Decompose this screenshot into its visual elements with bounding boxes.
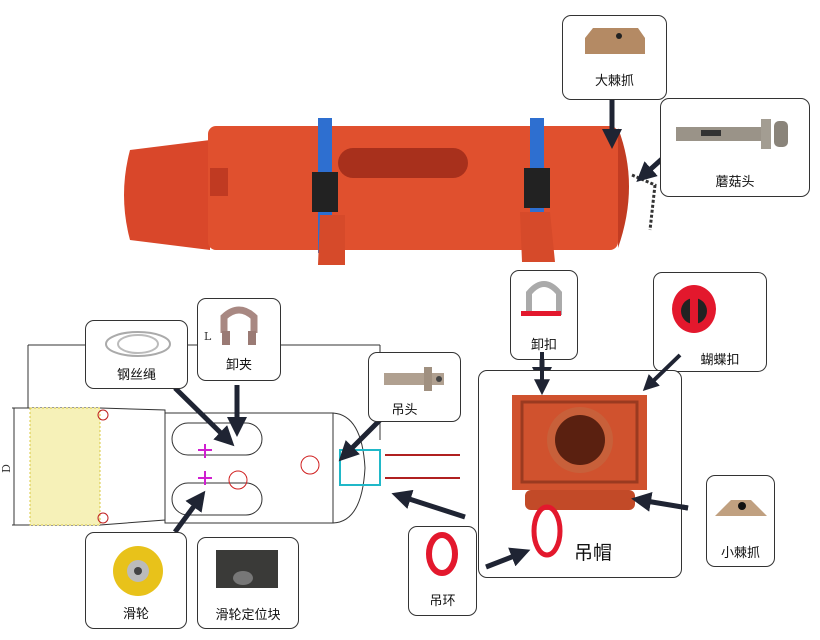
lifting-ring-label: 吊环 [429, 594, 456, 609]
callout-big-ratchet: 大棘抓 [562, 15, 667, 100]
butterfly-buckle-label: 蝴蝶扣 [700, 353, 740, 368]
diameter-dimension-label: D [0, 464, 13, 473]
callout-wire-clip: 卸夹 [197, 298, 281, 381]
length-dimension-label: L [204, 330, 212, 343]
lifting-ring-icon [426, 532, 458, 576]
lifting-head-label: 吊头 [391, 403, 418, 418]
shackle-label: 卸扣 [530, 338, 557, 353]
wire-clip-icon [220, 306, 258, 345]
pulley-block-label: 滑轮定位块 [215, 608, 281, 623]
technical-drawing [12, 344, 460, 526]
shackle-icon [521, 281, 562, 316]
lifting-head-icon [384, 367, 444, 391]
pulley-icon [113, 546, 163, 596]
lifting-cap-label: 吊帽 [574, 542, 613, 564]
callout-mushroom-head: 蘑菇头 [660, 98, 810, 197]
big-ratchet-label: 大棘抓 [594, 74, 634, 89]
wire-rope-icon [105, 331, 171, 357]
callout-wire-rope: 钢丝绳 [85, 320, 188, 389]
callout-lifting-cap: 吊帽 [478, 370, 682, 578]
callout-lifting-ring: 吊环 [408, 526, 477, 616]
big-ratchet-icon [585, 28, 645, 54]
small-ratchet-label: 小棘抓 [720, 546, 760, 561]
callout-shackle: 卸扣 [510, 270, 578, 360]
butterfly-buckle-icon [672, 285, 716, 333]
wire-rope-label: 钢丝绳 [116, 368, 156, 383]
pulley-block-icon [216, 550, 278, 588]
callout-lifting-head: 吊头 [368, 352, 461, 422]
small-ratchet-icon [715, 500, 767, 516]
pulley-label: 滑轮 [122, 607, 149, 622]
mushroom-head-label: 蘑菇头 [715, 175, 755, 190]
callout-butterfly-buckle: 蝴蝶扣 [653, 272, 767, 372]
mushroom-head-icon [676, 119, 788, 149]
cylinder-photo [124, 118, 657, 265]
callout-pulley-block: 滑轮定位块 [197, 537, 299, 629]
callout-small-ratchet: 小棘抓 [706, 475, 775, 567]
wire-clip-label: 卸夹 [225, 358, 252, 373]
callout-pulley: 滑轮 [85, 532, 187, 629]
